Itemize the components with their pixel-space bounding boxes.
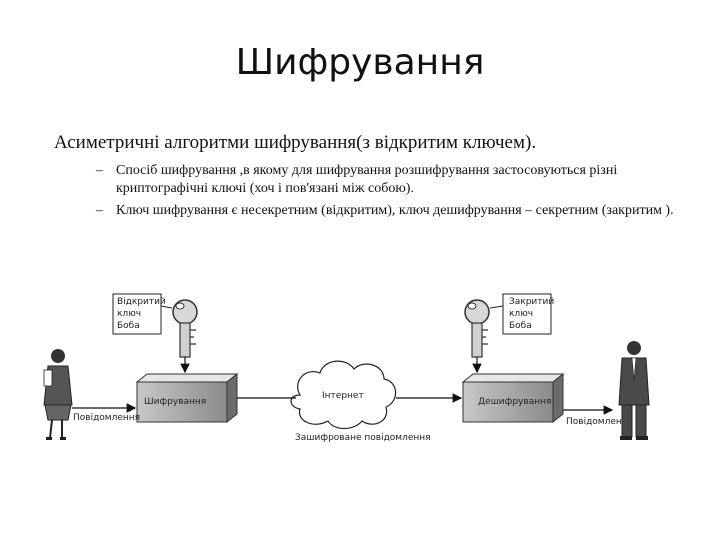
main-bullet: Асиметричні алгоритми шифрування(з відкр…: [54, 132, 537, 153]
bullet-dash: –: [96, 203, 103, 218]
sub-bullet-1: – Спосіб шифрування ,в якому для шифрува…: [96, 162, 686, 198]
private-key-line-3: Боба: [509, 321, 532, 331]
private-key-line-1: Закритий: [509, 297, 554, 307]
public-key-line-2: ключ: [117, 309, 141, 319]
sub-bullet-text: Спосіб шифрування ,в якому для шифруванн…: [116, 163, 618, 196]
public-key-line-3: Боба: [117, 321, 140, 331]
private-key-line-2: ключ: [509, 309, 533, 319]
right-message-label: Повідомлення: [566, 417, 633, 427]
public-key-label: Відкритий ключ Боба: [112, 293, 173, 335]
internet-label: Інтернет: [322, 391, 364, 401]
public-key-line-1: Відкритий: [117, 297, 166, 307]
sub-bullet-text: Ключ шифрування є несекретним (відкритим…: [116, 203, 674, 218]
left-message-label: Повідомлення: [73, 413, 140, 423]
man-receiver-icon: [618, 341, 650, 440]
decrypt-box: Дешифрування: [461, 372, 565, 424]
woman-sender-icon: [43, 349, 73, 440]
slide-title: Шифрування: [235, 42, 485, 83]
encrypt-box-label: Шифрування: [144, 397, 206, 407]
sub-bullet-2: – Ключ шифрування є несекретним (відкрит…: [96, 202, 686, 220]
private-key-icon: [464, 299, 490, 374]
decrypt-box-label: Дешифрування: [478, 397, 551, 407]
internet-cloud: Інтернет: [290, 360, 397, 430]
public-key-icon: [172, 299, 198, 374]
private-key-label: Закритий ключ Боба: [489, 293, 554, 335]
encrypted-message-label: Зашифроване повідомлення: [295, 433, 431, 443]
bullet-dash: –: [96, 163, 103, 178]
encrypt-box: Шифрування: [135, 372, 239, 424]
